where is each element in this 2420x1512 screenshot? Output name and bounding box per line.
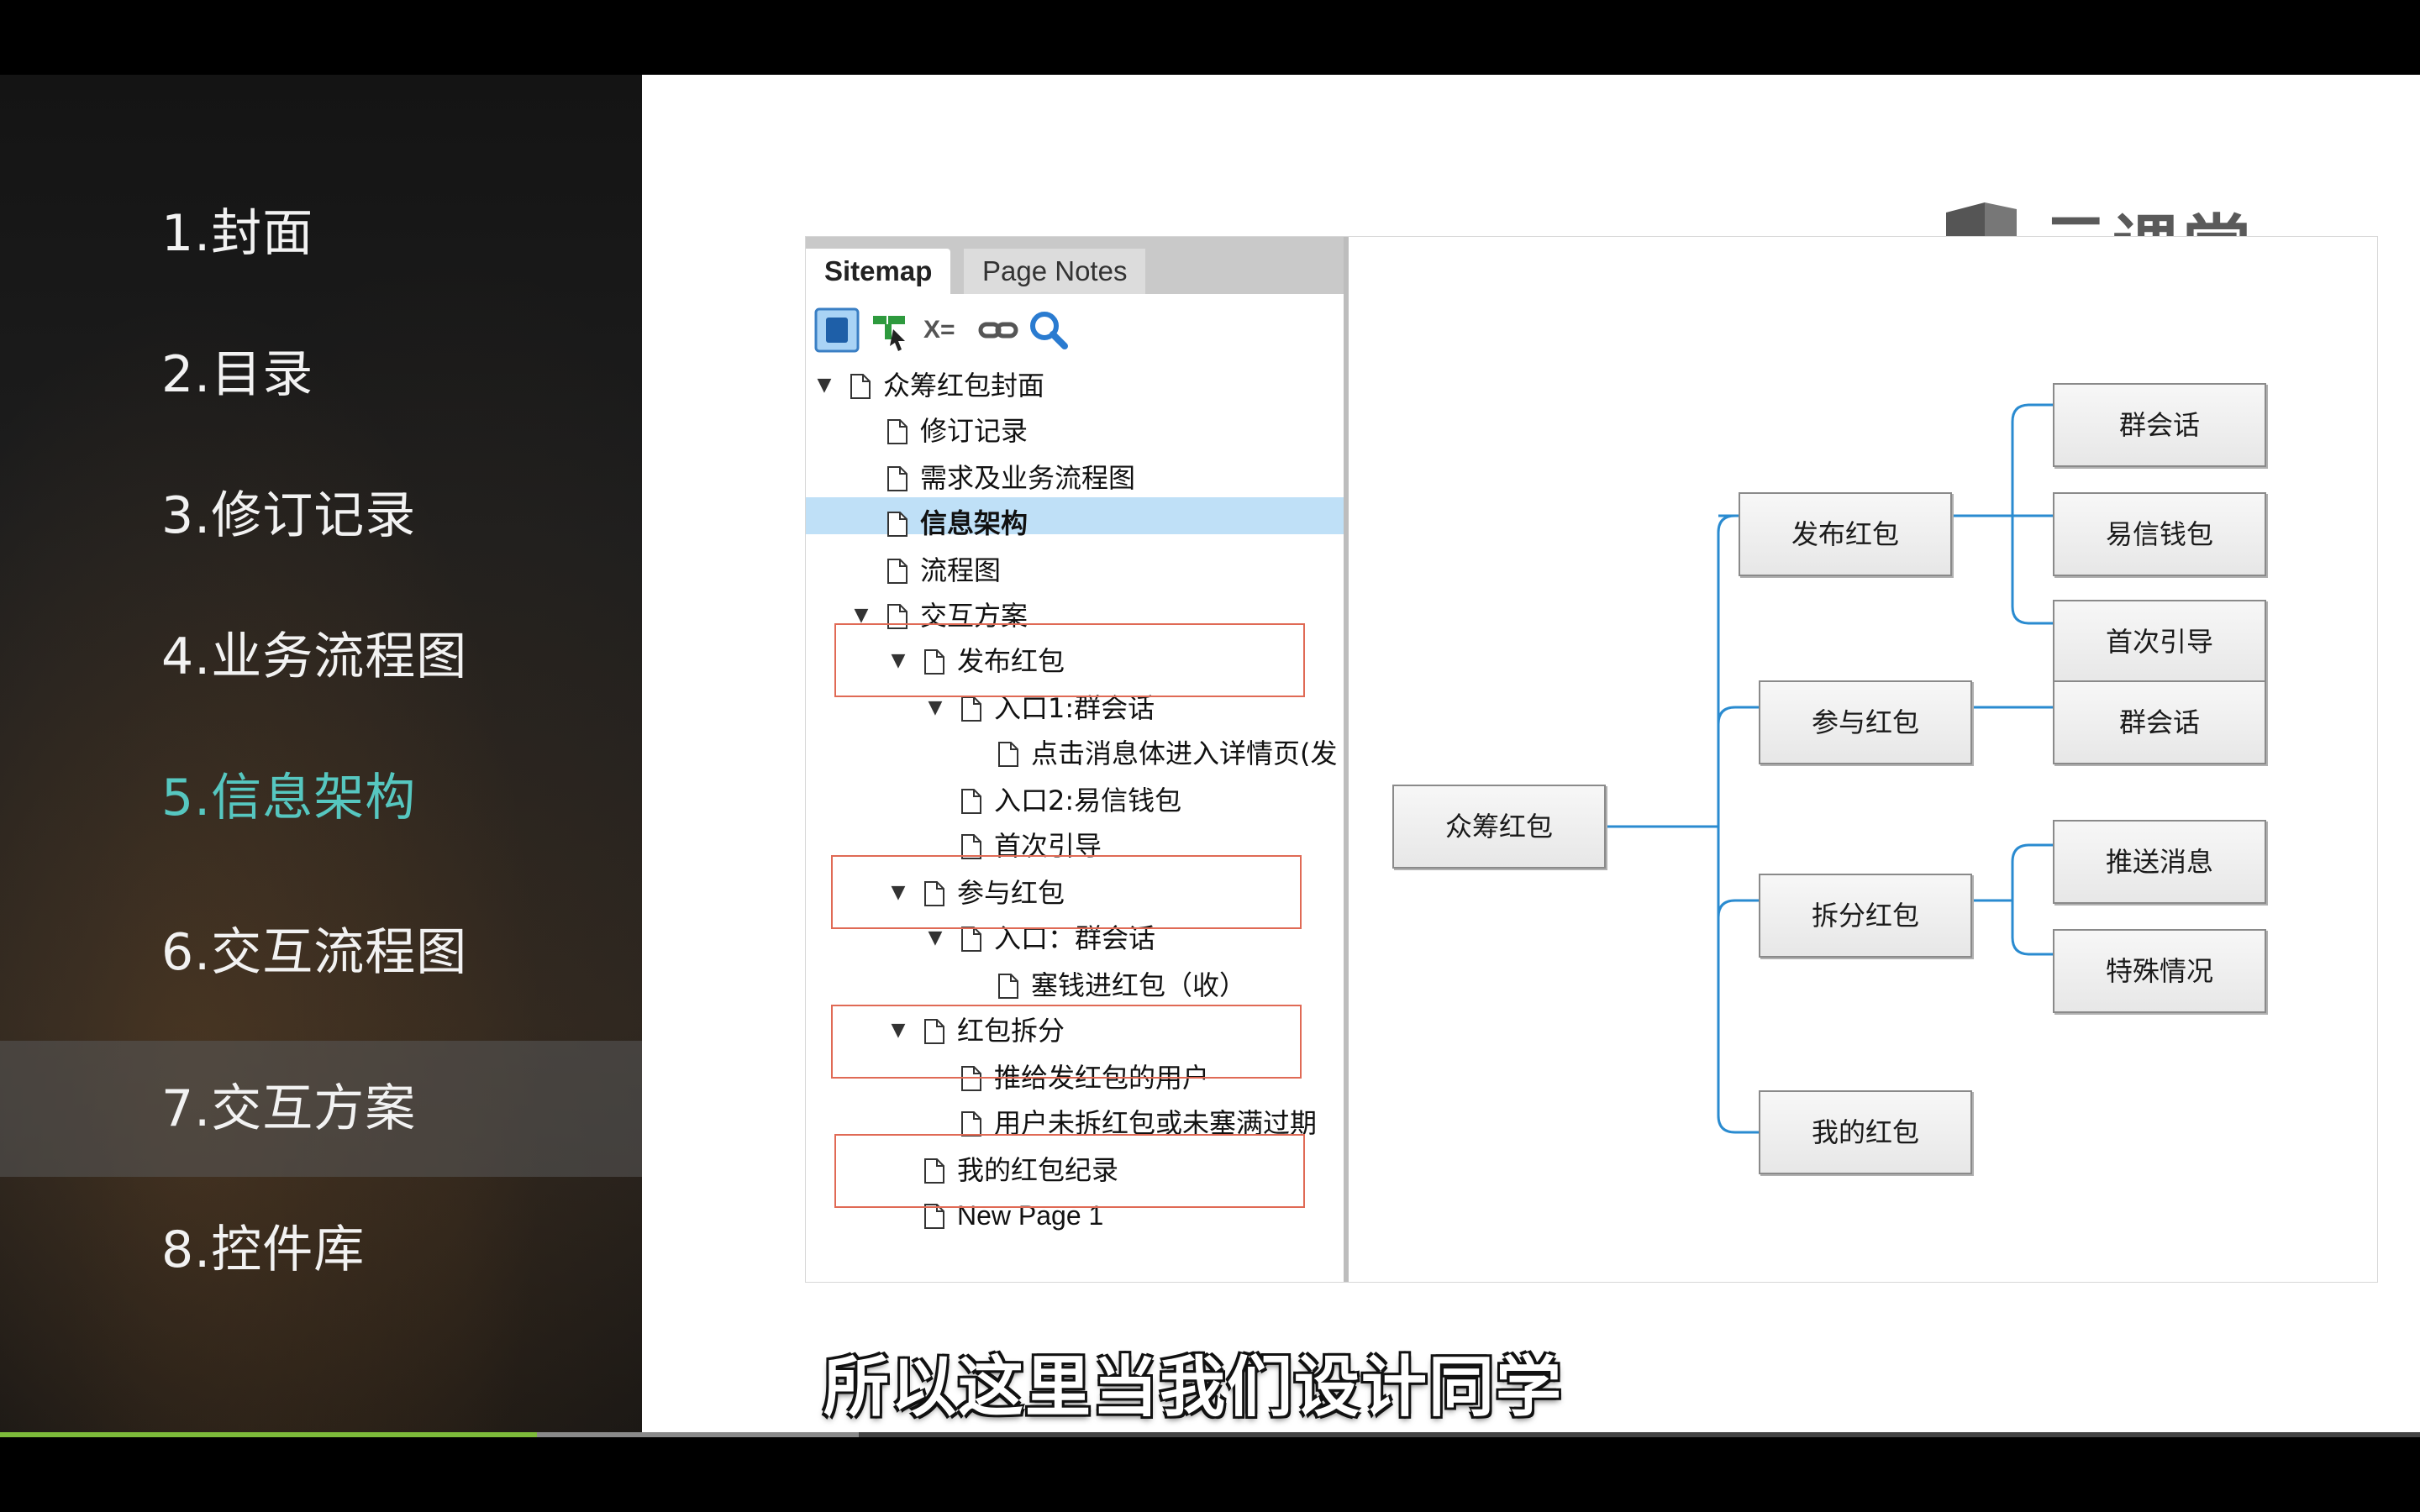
menu-item-cover[interactable]: 1.封面 [161,204,314,263]
page-icon [887,559,908,584]
node-split-push: 推送消息 [2053,820,2266,904]
node-publish-group-chat: 群会话 [2053,383,2266,467]
variables-icon[interactable]: X= [923,316,955,344]
annotation-box [834,1134,1305,1208]
menu-item-interaction-plan[interactable]: 7.交互方案 [161,1079,417,1138]
page-icon [887,419,908,444]
tree-item-label: 交互方案 [920,600,1028,632]
node-publish-wallet: 易信钱包 [2053,492,2266,576]
tree-item-label: 信息架构 [920,507,1028,539]
tree-item-label: 用户未拆红包或未塞满过期 [994,1107,1318,1139]
page-icon [887,512,908,537]
expand-caret-icon[interactable]: ▼ [891,882,906,903]
slide-canvas: 云课堂 Sitemap Page Notes X= [642,75,2420,1432]
page-icon [887,466,908,491]
menu-item-business-flow[interactable]: 4.业务流程图 [161,627,468,686]
tree-item-label: 需求及业务流程图 [920,462,1136,494]
menu-item-revision-log[interactable]: 3.修订记录 [161,486,417,545]
menu-item-info-architecture[interactable]: 5.信息架构 [161,769,417,827]
tab-page-notes[interactable]: Page Notes [964,249,1146,294]
node-join-group-chat: 群会话 [2053,680,2266,764]
tree-item-label: New Page 1 [957,1200,1104,1231]
page-icon [924,1204,944,1229]
video-subtitle: 所以这里当我们设计同学 [823,1350,1564,1425]
tree-item-label: 发布红包 [957,645,1065,677]
add-page-icon[interactable] [814,307,860,353]
tree-item-label: 流程图 [920,554,1002,586]
tree-item-label: 参与红包 [957,877,1065,909]
menu-item-contents[interactable]: 2.目录 [161,345,314,404]
panel-tabbar: Sitemap Page Notes [806,237,1344,294]
menu-item-widget-library[interactable]: 8.控件库 [161,1221,366,1279]
annotation-box [831,855,1302,929]
page-icon [961,834,981,859]
tree-item-label: 点击消息体进入详情页(发 [1031,738,1338,769]
tree-item-label: 众筹红包封面 [883,370,1045,402]
page-icon [961,1111,981,1137]
expand-caret-icon[interactable]: ▼ [891,1020,906,1041]
node-root: 众筹红包 [1392,785,1606,869]
tree-item-label: 入口2:易信钱包 [994,785,1182,816]
sitemap-panel: Sitemap Page Notes X= [806,237,1349,1282]
node-publish: 发布红包 [1739,492,1952,576]
annotation-box [831,1005,1302,1079]
expand-caret-icon[interactable]: ▼ [817,375,832,396]
expand-caret-icon[interactable]: ▼ [891,650,906,671]
progress-played [0,1432,538,1437]
page-icon [961,696,981,722]
axure-screenshot: Sitemap Page Notes X= [805,236,2378,1283]
annotation-box [834,623,1305,697]
progress-buffered [537,1432,860,1437]
node-split: 拆分红包 [1759,874,1972,958]
tree-item-label: 我的红包纪录 [957,1154,1119,1186]
link-icon[interactable] [976,307,1021,353]
page-icon [961,927,981,952]
info-architecture-diagram: 众筹红包 发布红包 参与红包 拆分红包 我的红包 群会话 易信钱包 首次引导 群… [1349,237,2377,1282]
menu-item-interaction-flow[interactable]: 6.交互流程图 [161,923,468,982]
tree-item-label: 红包拆分 [957,1015,1065,1047]
tree-item-label: 修订记录 [920,415,1028,447]
page-icon [961,789,981,814]
search-icon[interactable] [1026,307,1071,353]
node-split-special: 特殊情况 [2053,929,2266,1013]
add-folder-icon[interactable] [868,307,913,353]
expand-caret-icon[interactable]: ▼ [854,605,869,626]
slide-menu-panel: 1.封面 2.目录 3.修订记录 4.业务流程图 5.信息架构 6.交互流程图 … [0,75,642,1432]
video-progress-bar[interactable] [0,1432,2420,1437]
tab-sitemap[interactable]: Sitemap [806,249,951,294]
page-icon [850,374,871,399]
tree-item-label: 入口1:群会话 [994,692,1155,724]
page-icon [998,742,1018,767]
page-icon [924,1158,944,1184]
node-publish-guide: 首次引导 [2053,600,2266,684]
node-mine: 我的红包 [1759,1090,1972,1174]
page-icon [961,1066,981,1091]
page-icon [924,649,944,675]
page-icon [924,881,944,906]
expand-caret-icon[interactable]: ▼ [928,927,943,948]
expand-caret-icon[interactable]: ▼ [928,697,943,718]
page-icon [998,974,1018,999]
menu-hover-highlight [0,1041,642,1177]
page-icon [924,1019,944,1044]
sitemap-toolbar: X= [814,304,1335,363]
tree-item-label: 塞钱进红包（收） [1031,969,1247,1001]
node-join: 参与红包 [1759,680,1972,764]
